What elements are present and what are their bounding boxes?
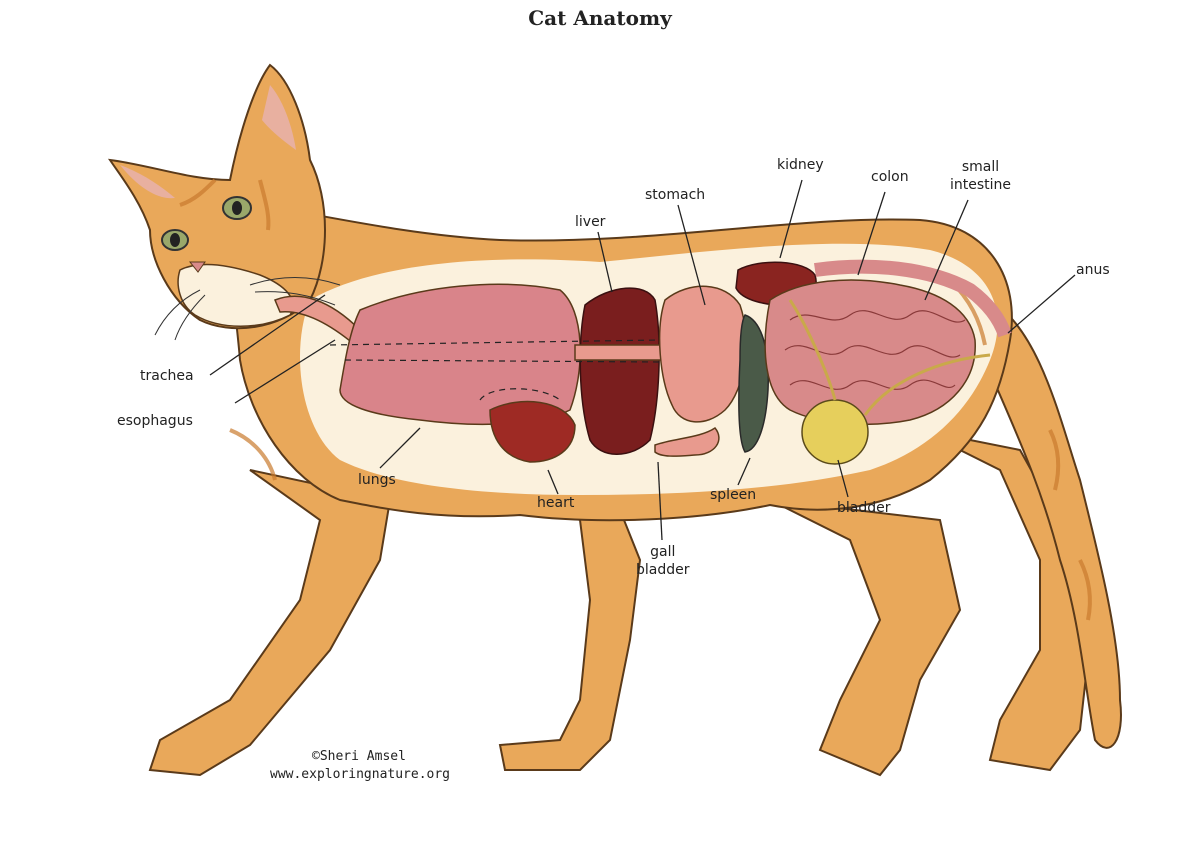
ureter	[788, 299, 991, 416]
credit-author: ©Sheri Amsel	[312, 749, 406, 764]
label-trachea: trachea	[140, 368, 194, 384]
label-stomach: stomach	[645, 187, 706, 203]
gall-bladder-organ	[654, 427, 720, 457]
pointer-lines	[209, 179, 1076, 541]
intestine-organ	[764, 279, 976, 426]
cat-nose	[188, 261, 206, 273]
label-liver: liver	[575, 214, 606, 230]
colon-organ	[813, 259, 1012, 338]
stomach-organ	[658, 285, 747, 423]
label-small-intestine: small intestine	[950, 158, 1011, 194]
label-esophagus: esophagus	[117, 413, 193, 429]
esophagus-organ	[574, 344, 671, 361]
whiskers	[154, 277, 341, 341]
intestine-coils	[784, 310, 966, 390]
inner-ear	[262, 85, 296, 150]
label-kidney: kidney	[777, 157, 824, 173]
cat-tail	[983, 298, 1122, 749]
bladder-organ	[801, 399, 869, 465]
front-leg-left	[148, 469, 392, 777]
inner-ear-left	[120, 165, 175, 199]
label-small-intestine-line1: small	[961, 159, 1000, 175]
label-lungs: lungs	[358, 472, 396, 488]
label-gall-bladder-line1: gall	[650, 544, 676, 560]
cat-head	[107, 63, 326, 330]
diagram-title: Cat Anatomy	[528, 6, 672, 30]
label-colon: colon	[871, 169, 909, 185]
cat-muzzle	[177, 263, 294, 327]
hind-leg-left	[769, 499, 962, 777]
label-gall-bladder-line2: bladder	[636, 562, 690, 578]
label-bladder: bladder	[837, 500, 891, 516]
label-anus: anus	[1076, 262, 1110, 278]
label-gall-bladder: gall bladder	[636, 543, 690, 579]
label-spleen: spleen	[710, 487, 757, 503]
heart-organ	[489, 400, 576, 463]
liver-organ	[579, 287, 660, 455]
front-leg-right	[498, 499, 642, 771]
label-small-intestine-line2: intestine	[950, 177, 1012, 193]
credit-site: www.exploringnature.org	[270, 767, 451, 782]
label-heart: heart	[537, 495, 575, 511]
dashed-outlines	[329, 339, 661, 401]
